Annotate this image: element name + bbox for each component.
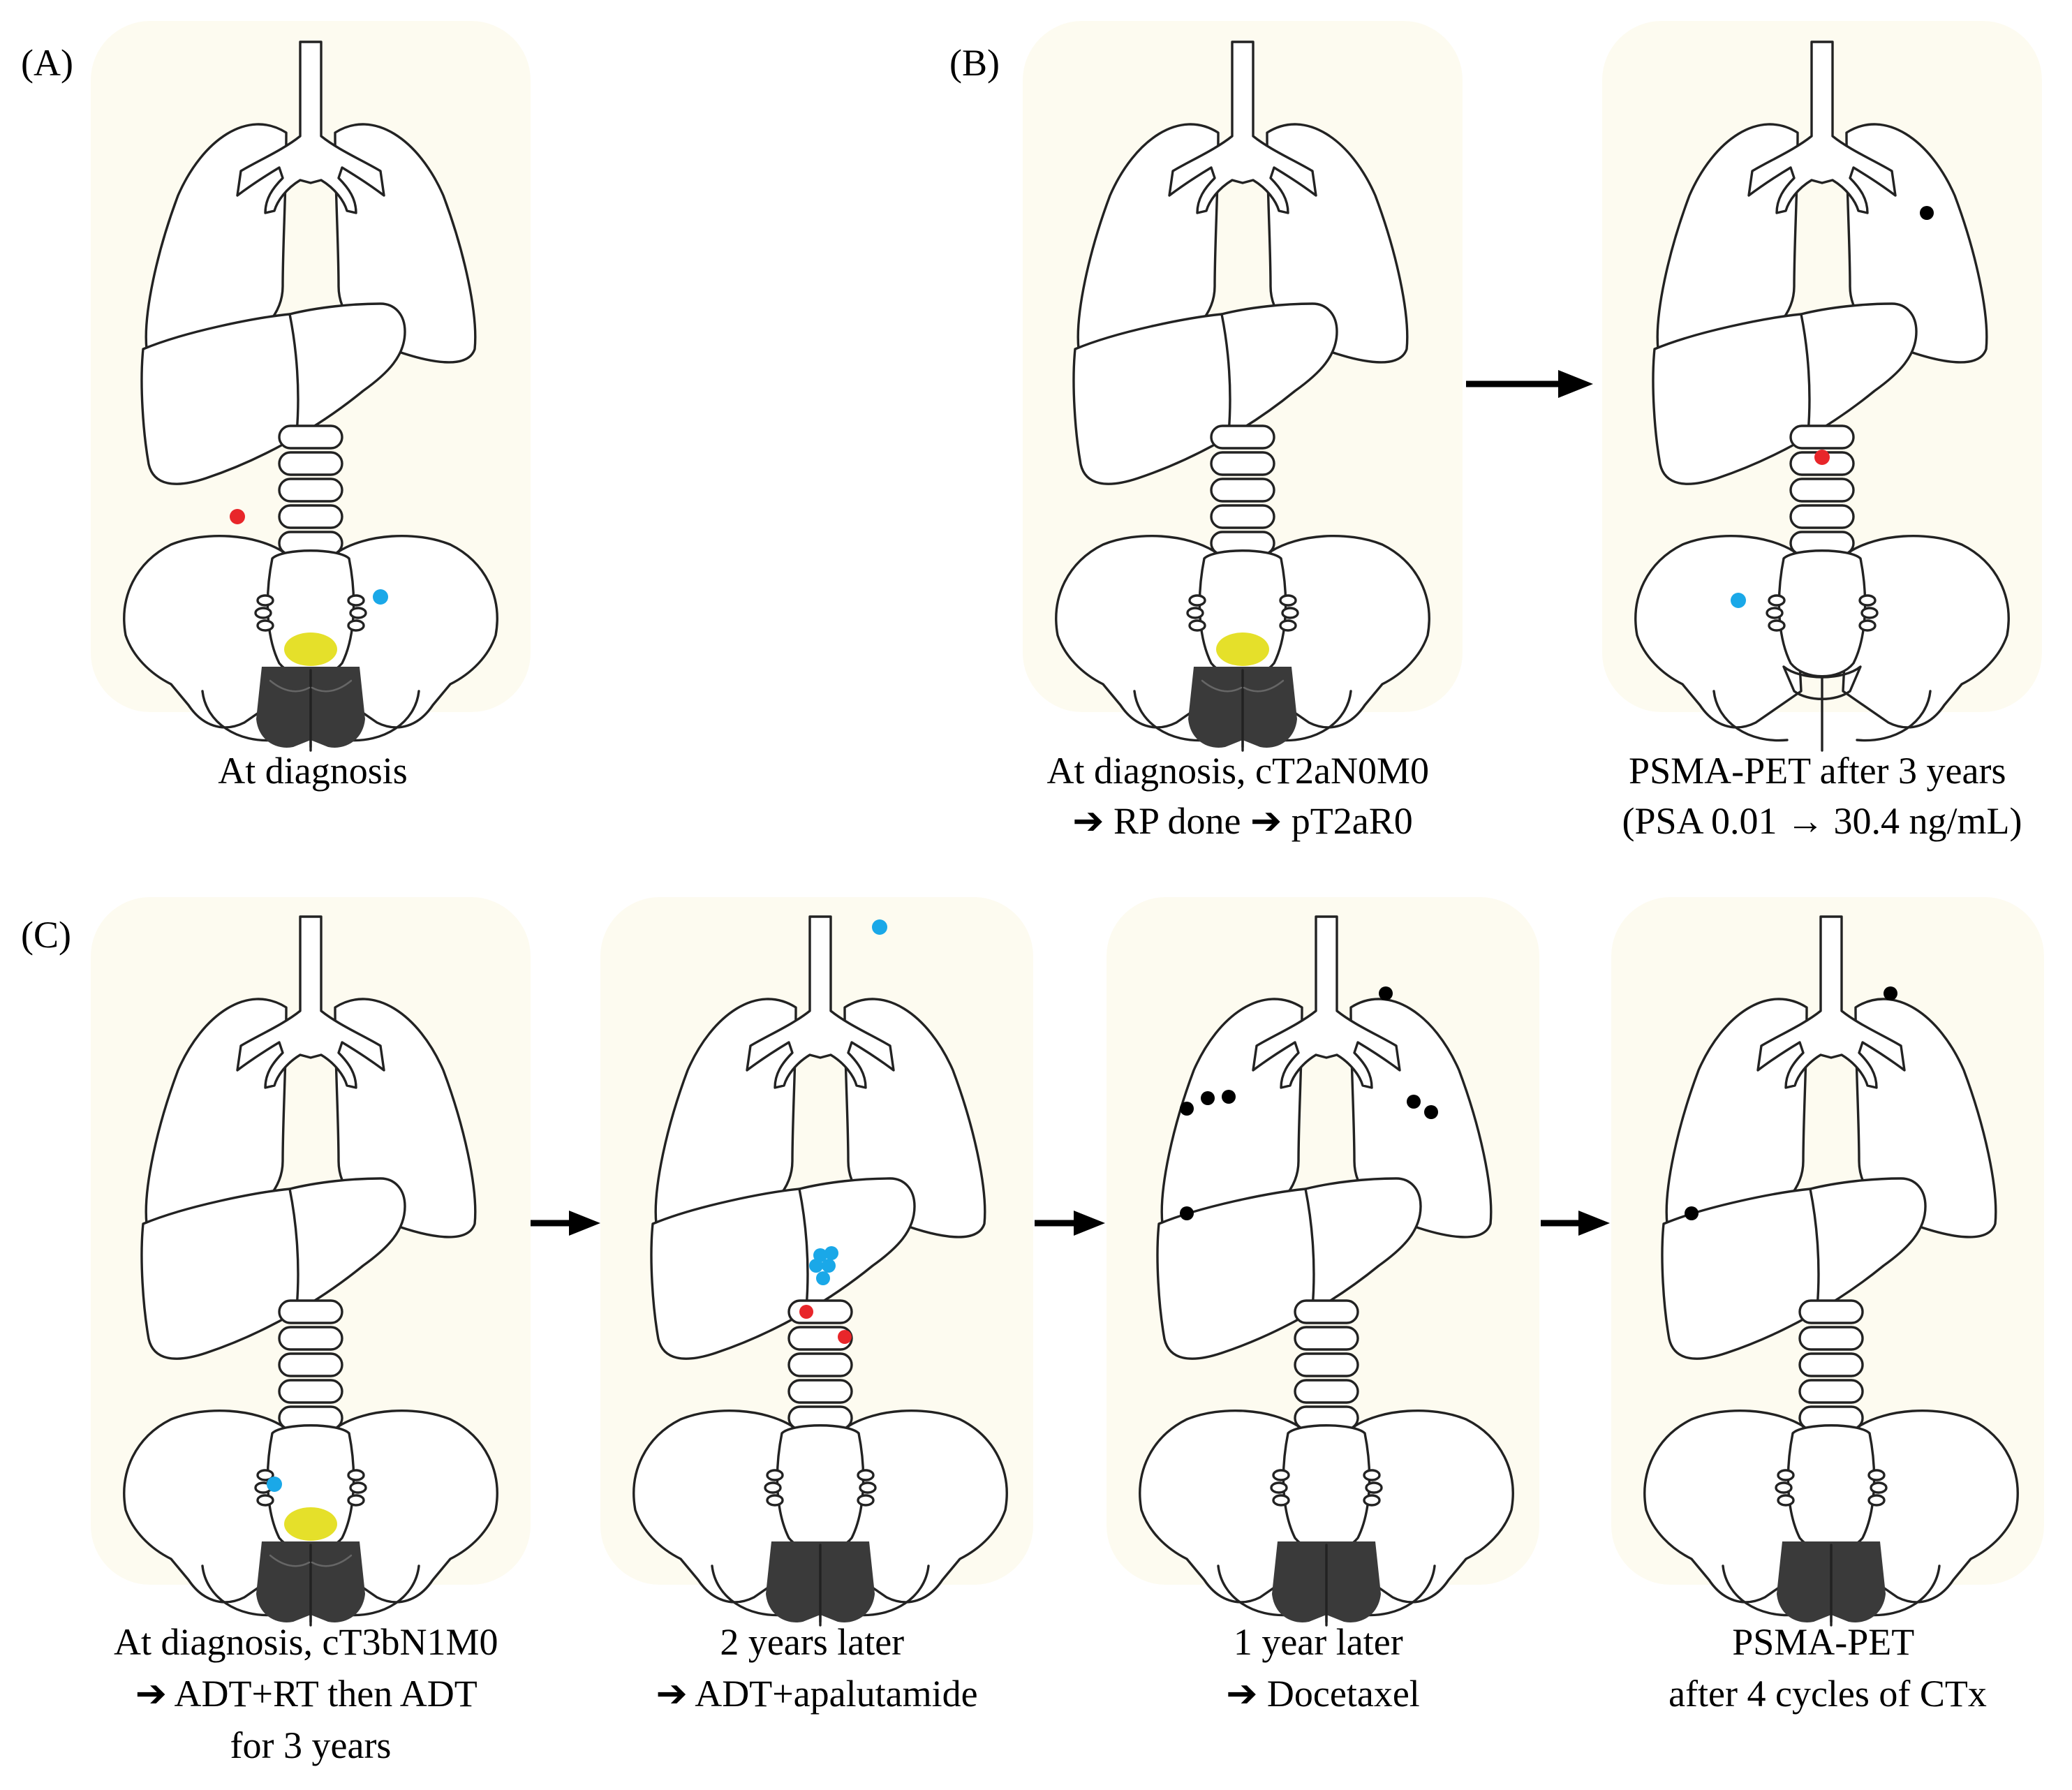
lesion-black bbox=[1407, 1095, 1421, 1109]
lesion-blue bbox=[822, 1259, 836, 1273]
lesion-blue bbox=[824, 1246, 838, 1260]
anatomy-c4 bbox=[1643, 915, 2019, 1627]
caption-b1: At diagnosis, cT2aN0M0 ➔ RP done ➔ pT2aR… bbox=[1047, 750, 1439, 842]
anatomy-c3 bbox=[1139, 915, 1514, 1627]
primary-tumor-yellow bbox=[284, 633, 337, 666]
card-b1 bbox=[1023, 21, 1463, 750]
lesion-blue bbox=[813, 1248, 827, 1262]
lesion-red bbox=[799, 1305, 813, 1319]
anatomy-b1 bbox=[1056, 42, 1429, 750]
lesion-blue bbox=[809, 1259, 823, 1273]
arrow-c3-head bbox=[1578, 1211, 1610, 1236]
lesion-black bbox=[1884, 986, 1897, 1000]
card-c1 bbox=[91, 897, 531, 1625]
anatomy-c1 bbox=[124, 917, 497, 1625]
lesion-black bbox=[1180, 1206, 1194, 1220]
primary-tumor-yellow bbox=[284, 1507, 337, 1541]
panel-label-c: (C) bbox=[21, 914, 71, 956]
lesion-blue bbox=[1731, 593, 1746, 608]
lesion-blue bbox=[373, 589, 388, 605]
lesion-black bbox=[1222, 1090, 1236, 1104]
panel-label-a: (A) bbox=[21, 42, 73, 84]
lesion-black bbox=[1424, 1105, 1438, 1119]
lesion-blue bbox=[872, 919, 887, 935]
lesion-red bbox=[230, 509, 245, 524]
lesion-black bbox=[1180, 1102, 1194, 1116]
caption-c1: At diagnosis, cT3bN1M0 ➔ ADT+RT then ADT… bbox=[114, 1621, 508, 1766]
lesion-red bbox=[838, 1330, 852, 1344]
caption-c3: 1 year later ➔ Docetaxel bbox=[1226, 1621, 1420, 1715]
lesion-red bbox=[1814, 450, 1830, 465]
primary-tumor-yellow bbox=[1216, 633, 1269, 666]
panel-label-b: (B) bbox=[949, 42, 1000, 84]
card-c4 bbox=[1611, 897, 2044, 1627]
anatomy-c2 bbox=[632, 915, 1008, 1627]
arrow-c2-head bbox=[1074, 1211, 1105, 1236]
caption-c4: PSMA-PET after 4 cycles of CTx bbox=[1668, 1621, 1987, 1715]
card-c2 bbox=[600, 897, 1033, 1627]
lesion-black bbox=[1379, 986, 1393, 1000]
anatomy-b2 bbox=[1636, 42, 2008, 750]
arrow-b-head bbox=[1558, 370, 1593, 398]
lesion-black bbox=[1201, 1091, 1215, 1105]
caption-a1: At diagnosis bbox=[218, 750, 408, 792]
card-a1 bbox=[91, 21, 531, 750]
lesion-blue bbox=[816, 1271, 830, 1285]
caption-b2: PSMA-PET after 3 years (PSA 0.01 → 30.4 … bbox=[1622, 750, 2022, 842]
lesion-blue bbox=[267, 1477, 282, 1492]
lesion-black bbox=[1685, 1206, 1699, 1220]
card-b2 bbox=[1602, 21, 2042, 750]
card-c3 bbox=[1107, 897, 1539, 1627]
arrow-c1-head bbox=[569, 1211, 600, 1236]
anatomy-a1 bbox=[124, 42, 497, 750]
lesion-black bbox=[1920, 206, 1934, 220]
caption-c2: 2 years later ➔ ADT+apalutamide bbox=[656, 1621, 977, 1715]
